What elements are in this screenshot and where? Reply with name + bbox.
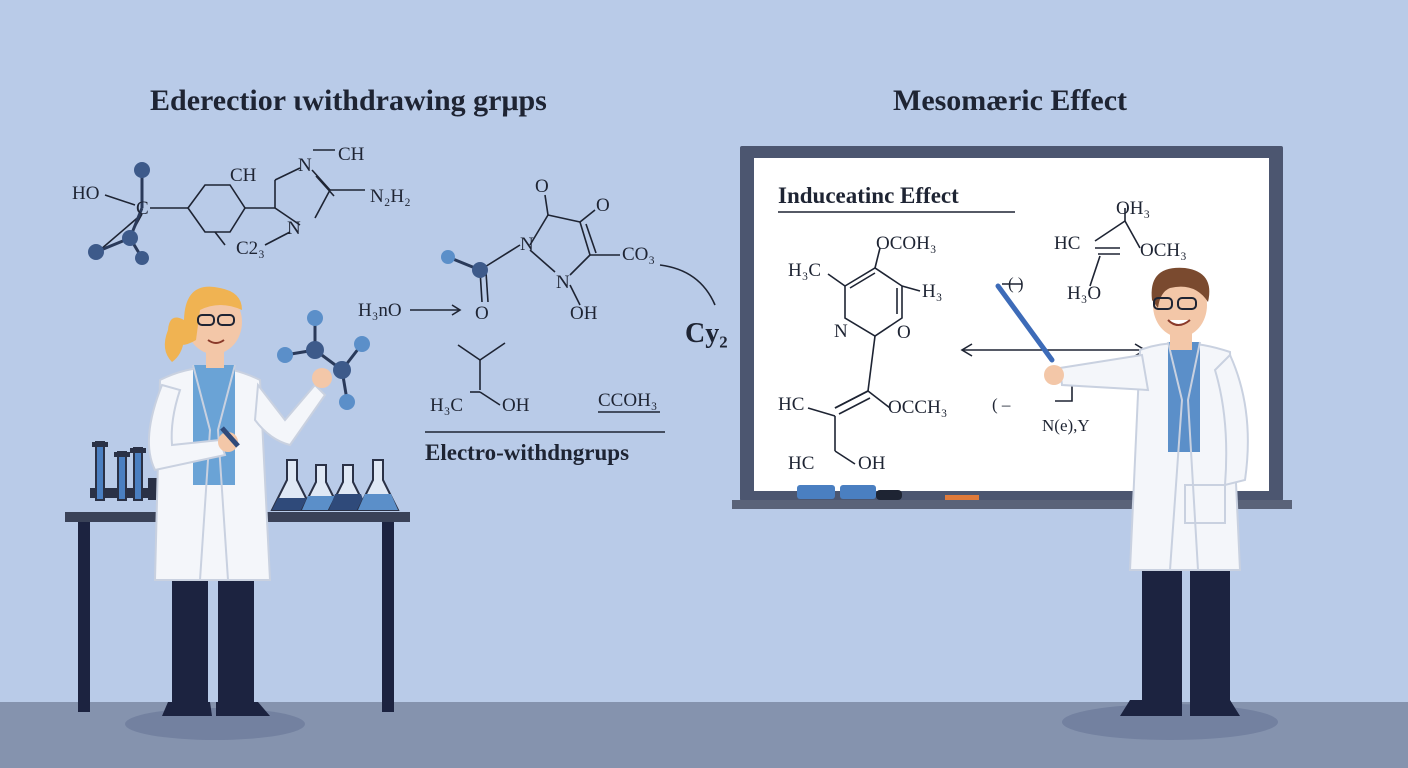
board-oh3: OH₃: [1116, 198, 1151, 219]
mol2-o2: O: [596, 195, 610, 216]
mol2-n2: N: [556, 272, 570, 293]
scientist-man: [1044, 267, 1278, 740]
mol1-nh2: N₂H₂: [370, 186, 411, 207]
board-occh3: OCCH₃: [888, 397, 948, 418]
right-title: Mesomæric Effect: [893, 84, 1128, 117]
mol2-o1: O: [535, 176, 549, 197]
mol1-c: C: [136, 198, 149, 219]
cy2-label: Cy₂: [685, 318, 728, 349]
whiteboard-tray: [732, 500, 1292, 509]
board-hc: HC: [778, 394, 805, 415]
mol2-co3: CO₃: [622, 244, 656, 265]
board-ney: N(e),Y: [1042, 416, 1090, 435]
mol2-o3: O: [475, 303, 489, 324]
marker-blue-1: [797, 485, 835, 499]
board-hc2: HC: [788, 453, 815, 474]
marker-blue-2: [840, 485, 876, 499]
board-h3c: H₃C: [788, 260, 822, 281]
left-caption: Electro-withdngrups: [425, 440, 630, 465]
board-n: N: [834, 321, 848, 342]
left-title: Ederectior ɩwithdrawing grμps: [150, 84, 547, 117]
board-paren2: ( ‒: [992, 395, 1011, 414]
board-h3o: H₃O: [1067, 283, 1102, 304]
mol3-oh: OH: [502, 395, 530, 416]
scientist-woman: [125, 286, 370, 740]
board-o: O: [897, 322, 911, 343]
mol3-h3c: H₃C: [430, 395, 464, 416]
h3no-label: H₃nO: [358, 300, 402, 321]
board-heading: Induceatinc Effect: [778, 183, 959, 208]
board-oh: OH: [858, 453, 886, 474]
board-structures: [778, 208, 1147, 465]
ccoh3-label: CCOH₃: [598, 390, 658, 411]
marker-orange: [945, 495, 979, 500]
eraser: [876, 490, 902, 500]
mol1-n2: N: [287, 218, 301, 239]
left-structures: [88, 149, 716, 433]
board-paren: ( ): [1008, 274, 1024, 293]
board-h3: H₃: [922, 281, 943, 302]
mol2-n: N: [520, 234, 534, 255]
board-och3: OCH₃: [1140, 240, 1187, 261]
board-hc-right: HC: [1054, 233, 1081, 254]
board-ocoh3: OCOH₃: [876, 233, 937, 254]
mol2-oh: OH: [570, 303, 598, 324]
mol1-n1: N: [298, 155, 312, 176]
mol1-ho: HO: [72, 183, 100, 204]
mol1-ch2: CH: [338, 144, 365, 165]
mol1-c23: C2₃: [236, 238, 265, 259]
mol1-ch: CH: [230, 165, 257, 186]
